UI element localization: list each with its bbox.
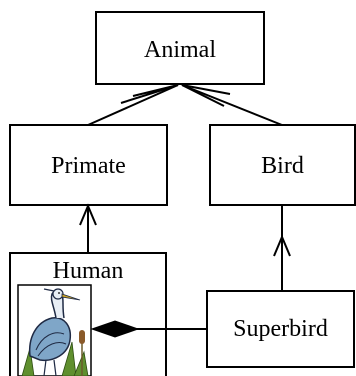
superbird-human-composition-edge [90, 320, 207, 338]
primate-label: Primate [51, 153, 126, 179]
animal-label: Animal [144, 37, 216, 63]
composition-diamond [90, 320, 140, 338]
primate-box [9, 124, 168, 206]
superbird-bird-edge [273, 206, 291, 291]
human-primate-edge [79, 203, 97, 253]
superbird-label: Superbird [233, 316, 328, 342]
heron-clipart [17, 284, 92, 376]
primate-animal-edge [87, 84, 179, 126]
human-label: Human [53, 258, 124, 284]
bird-animal-edge [181, 84, 283, 126]
bird-label: Bird [261, 153, 304, 179]
bird-box [209, 124, 356, 206]
animal-box [95, 11, 265, 85]
